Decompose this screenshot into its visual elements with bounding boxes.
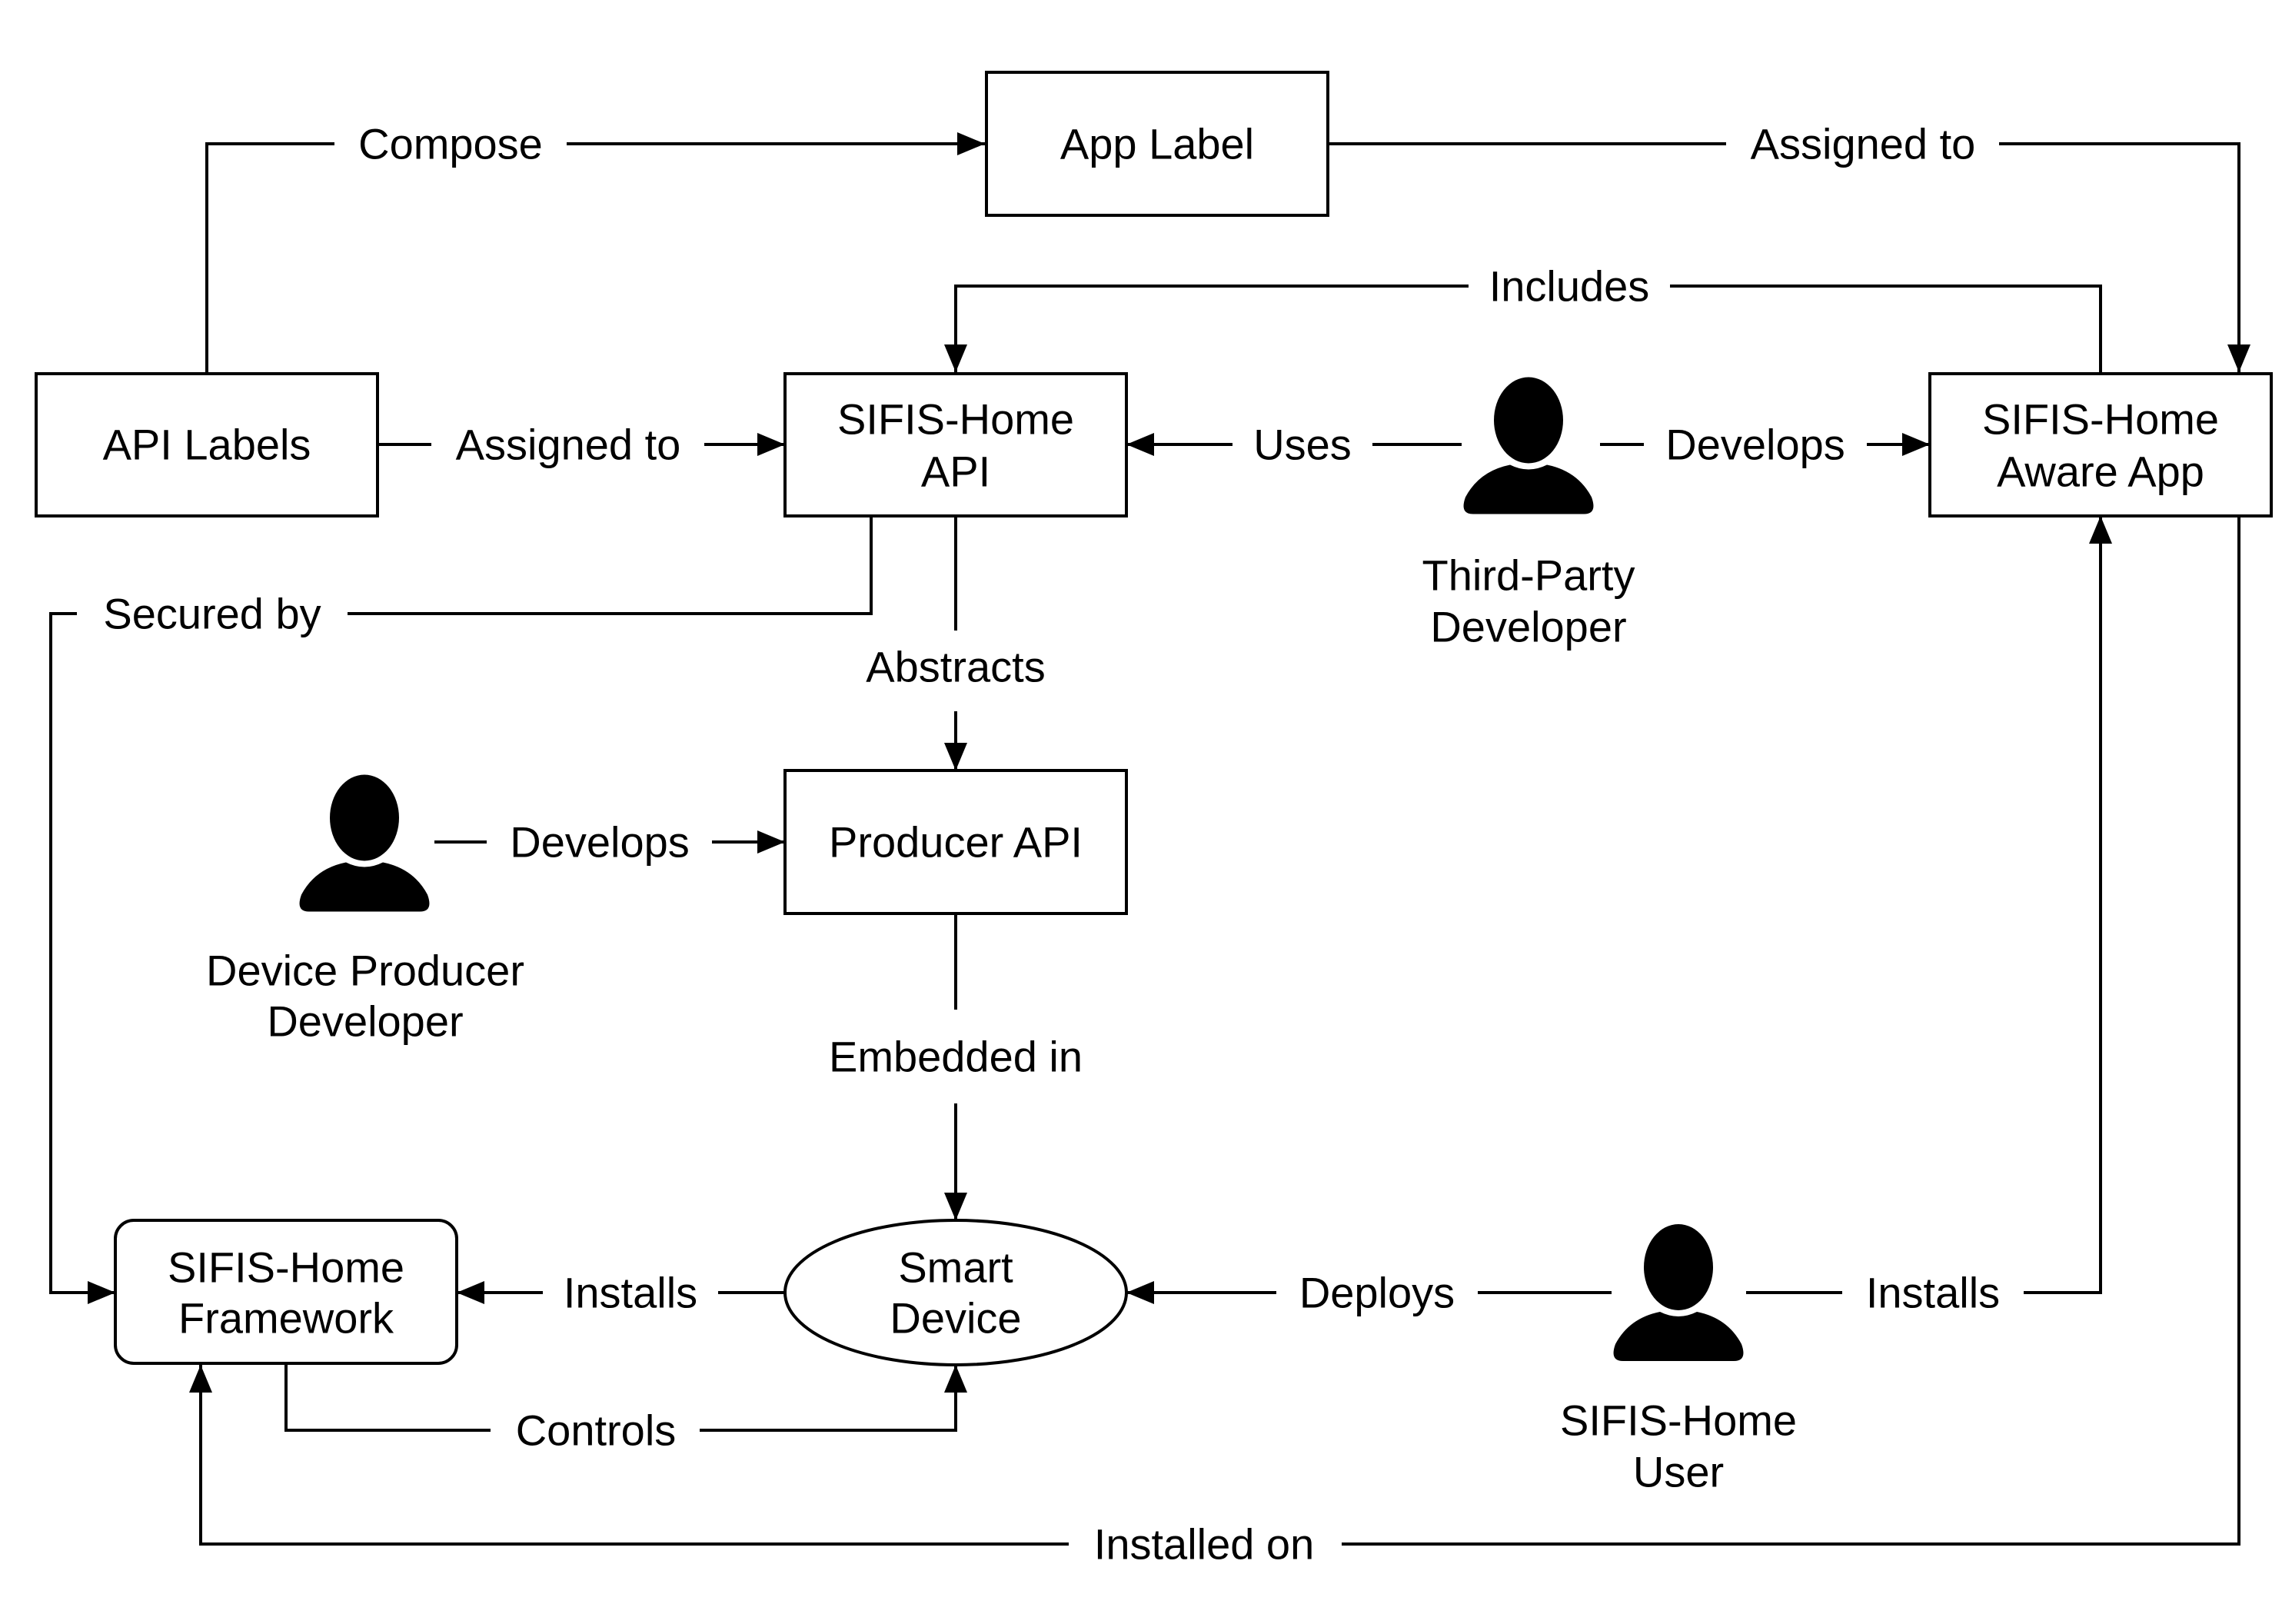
node-aware-app-line2: Aware App	[1997, 448, 2204, 496]
edge-compose	[205, 142, 334, 372]
node-framework-line2: Framework	[178, 1294, 394, 1343]
actor-user-line1: SIFIS-Home	[1560, 1396, 1797, 1445]
edge-user-installs-arrow	[2024, 516, 2112, 1294]
edge-label-framework-installs: Installs	[564, 1269, 697, 1317]
node-producer-api: Producer API	[783, 769, 1128, 915]
actor-third-party-line2: Developer	[1430, 603, 1626, 651]
node-app-label-text: App Label	[1060, 120, 1254, 168]
actor-third-party-line1: Third-Party	[1422, 551, 1635, 600]
node-api-labels-text: API Labels	[103, 421, 311, 469]
edge-labels: Compose Assigned to Includes Assigned to…	[103, 120, 2000, 1569]
node-smart-device-line1: Smart	[898, 1243, 1013, 1292]
node-sifis-home-aware-app: SIFIS-Home Aware App	[1928, 372, 2273, 517]
edge-label-producer-develops: Develops	[510, 818, 689, 867]
node-app-label: App Label	[985, 71, 1329, 217]
edge-label-includes: Includes	[1489, 262, 1650, 311]
edge-controls-left	[284, 1365, 491, 1432]
edge-label-api-labels-assigned-to: Assigned to	[456, 421, 681, 469]
edge-installed-on-right	[1342, 516, 2240, 1546]
edge-installed-on-left	[189, 1365, 1069, 1546]
edge-controls-right	[700, 1365, 967, 1432]
edge-label-deploys: Deploys	[1299, 1269, 1455, 1317]
node-aware-app-line1: SIFIS-Home	[1982, 395, 2219, 444]
edge-label-controls: Controls	[516, 1406, 677, 1455]
edge-secured-by-left	[49, 612, 115, 1304]
device-producer-person-icon	[299, 774, 430, 912]
nodes: App Label API Labels SIFIS-Home API SIFI…	[35, 71, 2273, 1366]
actor-third-party-developer: Third-Party Developer	[1422, 377, 1635, 651]
node-producer-api-text: Producer API	[829, 818, 1083, 867]
node-sifis-home-api-line2: API	[921, 448, 990, 496]
actor-sifis-home-user: SIFIS-Home User	[1560, 1224, 1797, 1496]
actors: Third-Party Developer Device Producer De…	[206, 377, 1797, 1496]
node-sifis-home-api-line1: SIFIS-Home	[837, 395, 1074, 444]
node-api-labels: API Labels	[35, 372, 379, 517]
edge-includes-right	[1670, 285, 2102, 372]
edge-label-compose: Compose	[358, 120, 543, 168]
node-smart-device: Smart Device	[783, 1219, 1128, 1366]
actor-device-producer-line1: Device Producer	[206, 947, 524, 995]
edge-label-app-label-assigned-to: Assigned to	[1751, 120, 1976, 168]
edge-label-secured-by: Secured by	[103, 590, 321, 638]
actor-device-producer-line2: Developer	[267, 997, 463, 1046]
actor-user-line2: User	[1633, 1448, 1724, 1496]
actor-device-producer-developer: Device Producer Developer	[206, 774, 524, 1046]
edge-label-third-party-develops: Develops	[1665, 421, 1845, 469]
node-framework-line1: SIFIS-Home	[168, 1243, 404, 1292]
edge-label-user-installs: Installs	[1866, 1269, 2000, 1317]
edge-secured-by-right	[348, 516, 873, 615]
edge-label-abstracts: Abstracts	[866, 643, 1045, 691]
edge-label-installed-on: Installed on	[1094, 1520, 1314, 1569]
node-smart-device-line2: Device	[890, 1294, 1021, 1343]
edges	[49, 132, 2250, 1546]
edge-app-label-assigned-arrow	[1999, 142, 2250, 372]
third-party-developer-person-icon	[1463, 377, 1594, 514]
node-sifis-home-framework: SIFIS-Home Framework	[114, 1219, 458, 1365]
edge-includes-left	[944, 285, 1469, 372]
edge-label-uses: Uses	[1253, 421, 1352, 469]
edge-label-embedded-in: Embedded in	[829, 1033, 1083, 1081]
node-sifis-home-api: SIFIS-Home API	[783, 372, 1128, 517]
sifis-home-user-person-icon	[1613, 1224, 1744, 1361]
